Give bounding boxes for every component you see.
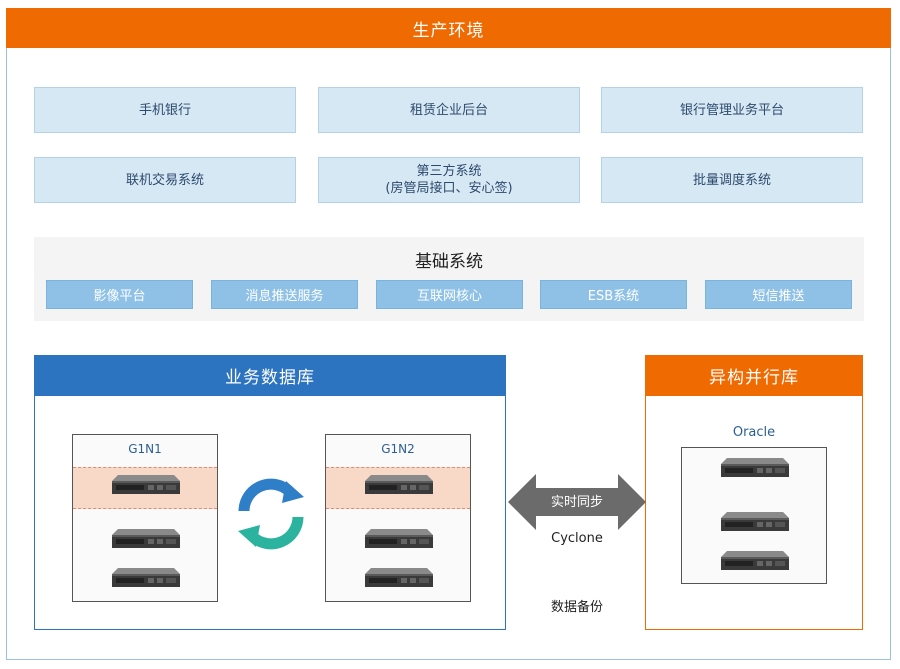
base-system-title: 基础系统 (415, 252, 483, 272)
replication-cycle-icon (238, 478, 304, 550)
sync-arrow-label: 实时同步 (550, 495, 603, 510)
base-item-sms-push[interactable]: 短信推送 (705, 280, 852, 309)
server-icon (112, 475, 180, 494)
sync-tool-label: Cyclone (551, 531, 603, 546)
server-icon (721, 512, 789, 531)
server-icon (365, 568, 433, 587)
third-party-line2: (房管局接口、安心签) (385, 181, 513, 196)
server-icon (112, 529, 180, 548)
base-item-image-platform[interactable]: 影像平台 (46, 280, 193, 309)
server-icon (112, 568, 180, 587)
third-party-line1: 第三方系统 (416, 164, 482, 179)
base-item-message-push[interactable]: 消息推送服务 (211, 280, 358, 309)
heterogeneous-parallel-db-title: 异构并行库 (645, 355, 863, 396)
app-third-party-system[interactable]: 第三方系统 (房管局接口、安心签) (318, 157, 580, 203)
sync-double-arrow-icon (508, 474, 646, 530)
app-batch-scheduling-system[interactable]: 批量调度系统 (601, 157, 863, 203)
base-item-internet-core[interactable]: 互联网核心 (376, 280, 523, 309)
server-icon (365, 475, 433, 494)
business-database-title: 业务数据库 (34, 355, 506, 396)
app-bank-management-platform[interactable]: 银行管理业务平台 (601, 87, 863, 133)
app-mobile-banking[interactable]: 手机银行 (34, 87, 296, 133)
server-icon (365, 529, 433, 548)
base-item-esb-system[interactable]: ESB系统 (540, 280, 687, 309)
app-leasing-backend[interactable]: 租赁企业后台 (318, 87, 580, 133)
production-environment-title: 生产环境 (6, 8, 891, 48)
node-g1n1-label: G1N1 (128, 442, 162, 456)
data-backup-label: 数据备份 (550, 600, 603, 615)
oracle-label: Oracle (732, 425, 776, 440)
server-icon (721, 551, 789, 570)
node-g1n2-label: G1N2 (381, 442, 415, 456)
app-online-trade-system[interactable]: 联机交易系统 (34, 157, 296, 203)
server-icon (721, 458, 789, 477)
